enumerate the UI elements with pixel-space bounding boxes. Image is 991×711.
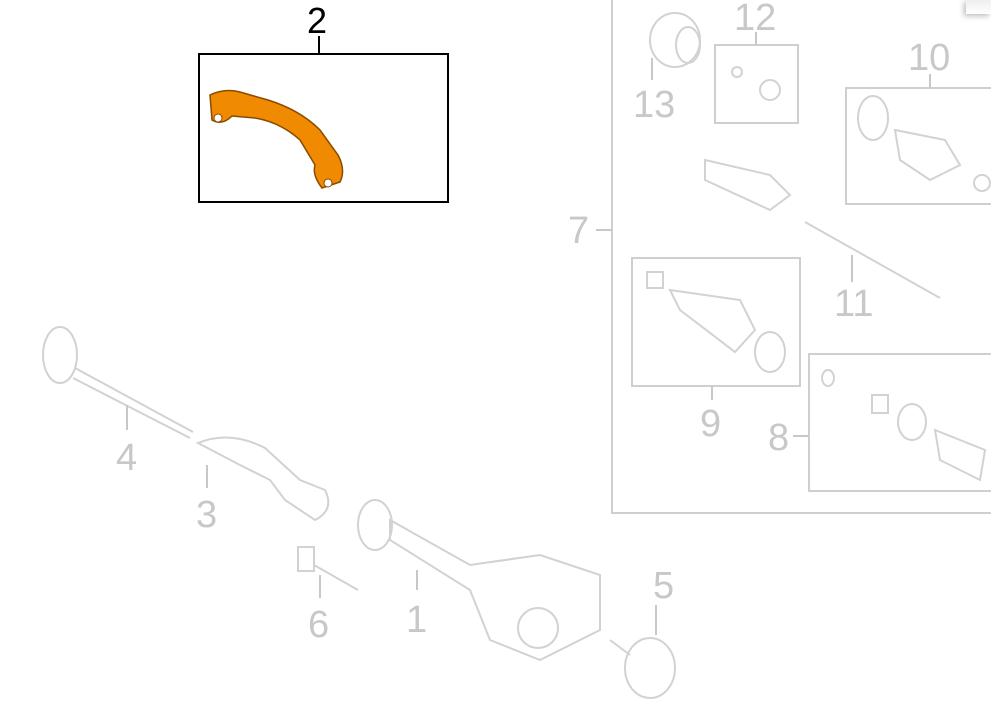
part-5-callout[interactable]: 5 xyxy=(609,565,676,699)
part-2-carrier-bracket[interactable] xyxy=(209,89,344,189)
part-11-callout[interactable]: 11 xyxy=(704,158,941,325)
part-8-callout[interactable]: 8 xyxy=(768,353,991,492)
callout-label-3: 3 xyxy=(196,494,217,536)
callout-label-9: 9 xyxy=(700,403,721,445)
callout-label-1: 1 xyxy=(406,599,427,641)
callout-label-12: 12 xyxy=(734,0,776,39)
callout-label-10: 10 xyxy=(908,37,950,79)
part-12-callout[interactable]: 12 xyxy=(714,0,799,124)
part-4-callout[interactable]: 4 xyxy=(42,326,194,479)
part-2-box xyxy=(198,53,449,203)
part-3-callout[interactable]: 3 xyxy=(195,436,330,536)
part-1-callout[interactable]: 1 xyxy=(357,499,601,662)
callout-label-7: 7 xyxy=(568,210,589,252)
callout-label-13: 13 xyxy=(633,84,675,126)
callout-label-8: 8 xyxy=(768,417,789,459)
part-2-callout[interactable]: 2 xyxy=(198,0,449,203)
callout-label-5: 5 xyxy=(653,565,674,607)
callout-label-2: 2 xyxy=(307,0,327,41)
part-10-callout[interactable]: 10 xyxy=(845,37,991,205)
callout-label-4: 4 xyxy=(116,437,137,479)
part-7-callout[interactable]: 7 xyxy=(568,0,991,514)
part-6-callout[interactable]: 6 xyxy=(297,546,359,646)
callout-label-6: 6 xyxy=(308,604,329,646)
window-corner-shadow xyxy=(966,0,991,14)
callout-label-11: 11 xyxy=(834,283,873,325)
part-13-callout[interactable]: 13 xyxy=(633,12,701,126)
part-9-callout[interactable]: 9 xyxy=(631,257,801,445)
